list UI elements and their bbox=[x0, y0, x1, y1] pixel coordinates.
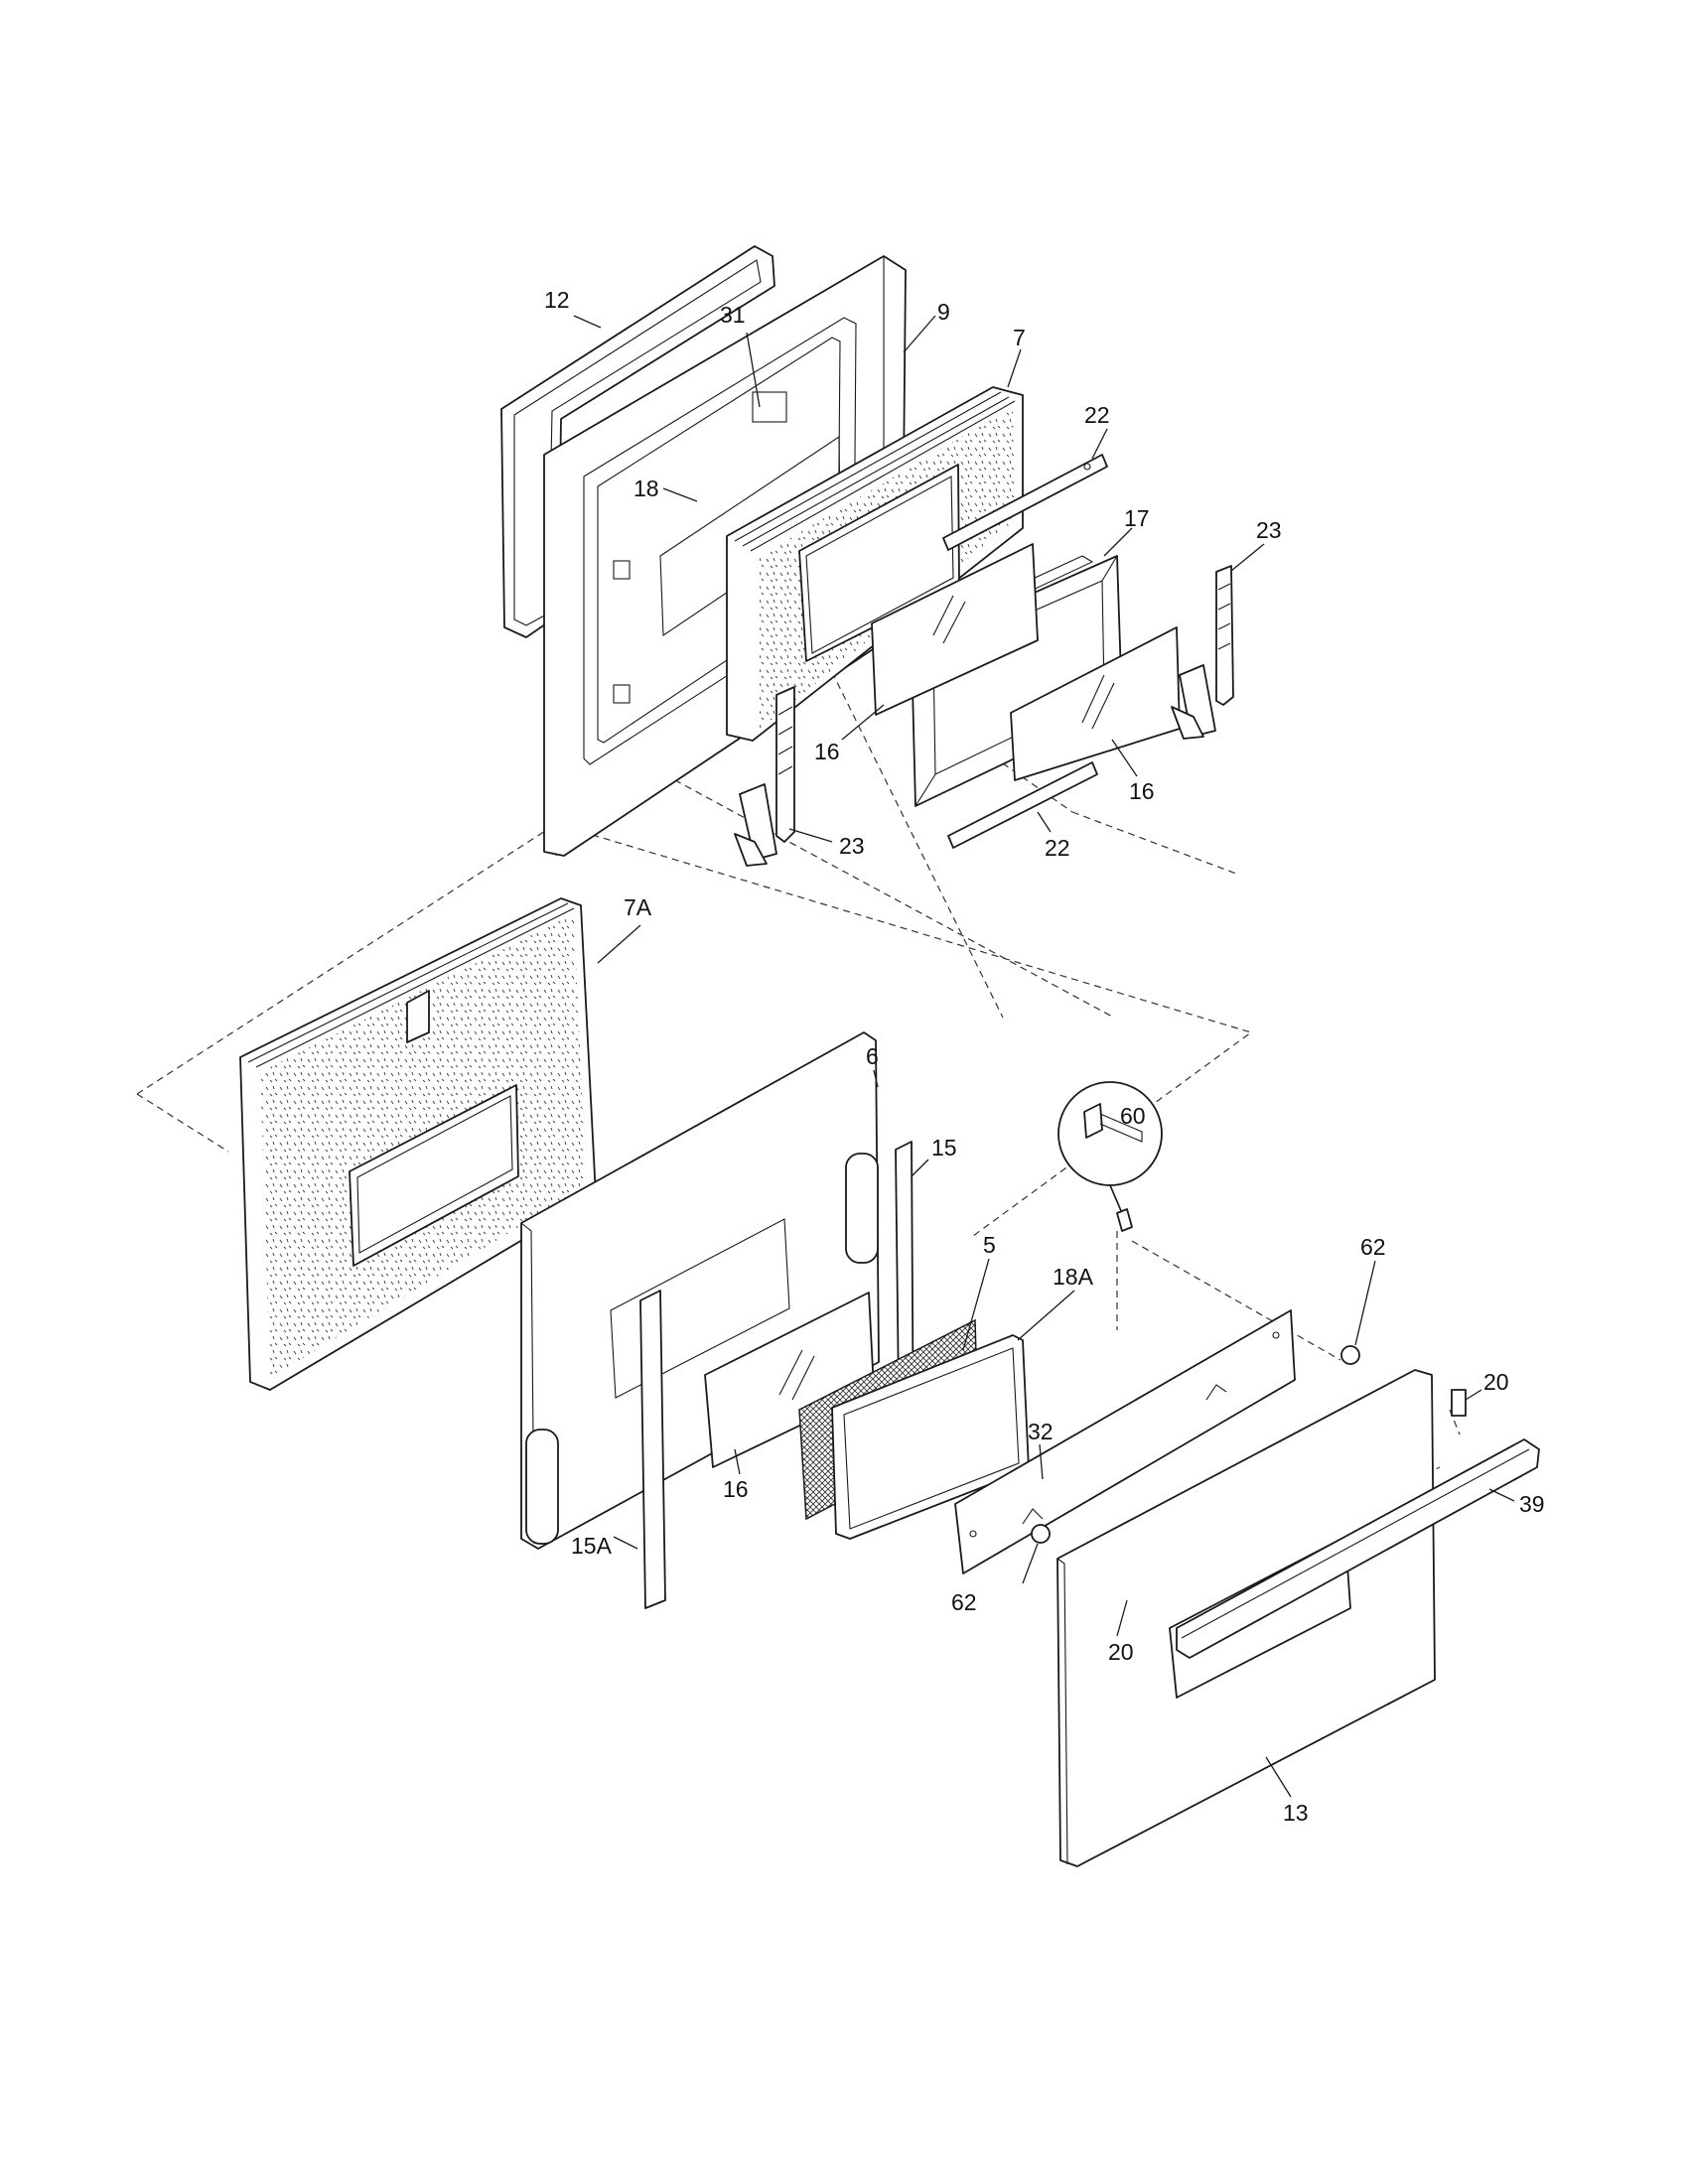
part-20-end-cap-upper bbox=[1451, 1389, 1467, 1417]
label-15a: 15A bbox=[571, 1533, 613, 1559]
part-62-spacer-upper bbox=[1340, 1345, 1360, 1365]
part-32-bracket bbox=[954, 1309, 1296, 1574]
label-16-lower: 16 bbox=[723, 1476, 749, 1502]
label-7a: 7A bbox=[624, 894, 652, 920]
label-31: 31 bbox=[720, 302, 746, 328]
part-23-hinge-right bbox=[1171, 565, 1234, 740]
part-15a-side-channel bbox=[639, 1290, 666, 1609]
label-23-right: 23 bbox=[1256, 517, 1282, 543]
label-18: 18 bbox=[633, 476, 659, 501]
part-22-lower-rail bbox=[947, 761, 1098, 849]
leader-lines bbox=[573, 315, 1515, 1798]
part-7-insulation bbox=[726, 386, 1024, 742]
label-62-upper: 62 bbox=[1360, 1234, 1386, 1260]
label-16-left: 16 bbox=[814, 739, 840, 764]
part-60-screw-detail bbox=[1057, 1081, 1163, 1232]
part-39-handle bbox=[1176, 1438, 1540, 1659]
label-22-upper: 22 bbox=[1084, 402, 1110, 428]
part-22-upper-rail bbox=[942, 454, 1108, 551]
label-5: 5 bbox=[983, 1232, 996, 1258]
part-6-door-panel bbox=[520, 1031, 880, 1550]
label-16-right: 16 bbox=[1129, 778, 1155, 804]
label-18a: 18A bbox=[1053, 1264, 1094, 1290]
label-13: 13 bbox=[1283, 1800, 1309, 1826]
label-20-lower: 20 bbox=[1108, 1639, 1134, 1665]
label-9: 9 bbox=[937, 299, 950, 325]
part-23-hinge-left bbox=[734, 686, 795, 867]
label-60: 60 bbox=[1120, 1103, 1146, 1129]
part-16-glass-pane-left bbox=[871, 543, 1039, 716]
label-6: 6 bbox=[866, 1043, 879, 1069]
label-23-left: 23 bbox=[839, 833, 865, 859]
part-62-spacer-lower bbox=[1031, 1524, 1051, 1544]
label-62-lower: 62 bbox=[951, 1589, 977, 1615]
label-12: 12 bbox=[544, 287, 570, 313]
label-7: 7 bbox=[1013, 325, 1026, 350]
label-20-upper: 20 bbox=[1483, 1369, 1509, 1395]
label-39: 39 bbox=[1519, 1491, 1545, 1517]
label-22-lower: 22 bbox=[1045, 835, 1070, 861]
label-15: 15 bbox=[931, 1135, 957, 1160]
label-17: 17 bbox=[1124, 505, 1150, 531]
callout-labels: 12 31 9 7 22 18 17 23 16 16 23 22 7A 6 1… bbox=[544, 287, 1545, 1826]
label-32: 32 bbox=[1028, 1419, 1054, 1444]
